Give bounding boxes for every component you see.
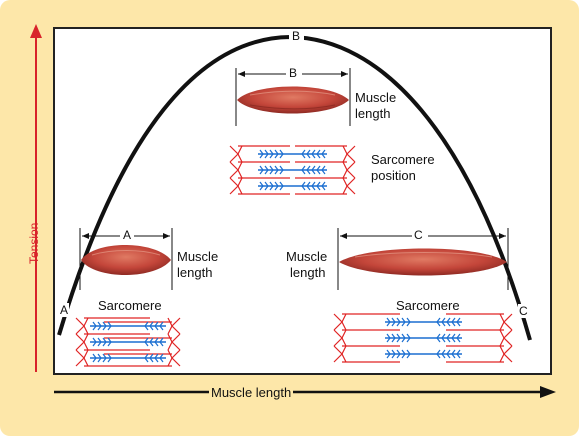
right-muscle-icon [339,248,507,276]
right-sarcomere-diagram [333,313,513,363]
left-sarcomere-label: Sarcomere [98,298,162,313]
y-axis-arrowhead [30,24,42,38]
left-muscle-icon [81,245,171,275]
x-axis-arrowhead [540,386,556,398]
top-muscle-icon [237,86,349,114]
left-sarcomere-diagram [75,317,181,367]
left-muscle-label-2: length [177,265,213,280]
plot-panel [53,27,552,375]
right-span-label: C [414,228,423,242]
left-span-label: A [123,228,132,242]
top-muscle-group [235,68,351,126]
x-axis-label: Muscle length [209,385,294,400]
top-muscle-label-2: length [355,106,391,121]
length-tension-curve [57,34,532,341]
right-muscle-label-2: length [290,265,326,280]
right-muscle-group [337,228,509,290]
left-muscle-label-1: Muscle [177,249,219,264]
curve-point-c: C [519,304,528,318]
curve-point-a: A [60,303,69,317]
top-sarcomere-label-2: position [371,168,416,183]
top-sarcomere-label-1: Sarcomere [371,152,435,167]
right-sarcomere-label: Sarcomere [396,298,460,313]
curve-label-gap-c [518,304,530,318]
right-muscle-label-1: Muscle [286,249,328,264]
top-sarcomere-diagram [229,145,356,195]
top-span-label: B [289,66,298,80]
curve-label-gap-b [289,30,304,44]
left-muscle-group [79,228,173,290]
y-axis-label: Tension [27,222,41,264]
curve-label-gap-a [59,303,69,317]
curve-point-b: B [292,29,301,43]
top-muscle-label-1: Muscle [355,90,397,105]
